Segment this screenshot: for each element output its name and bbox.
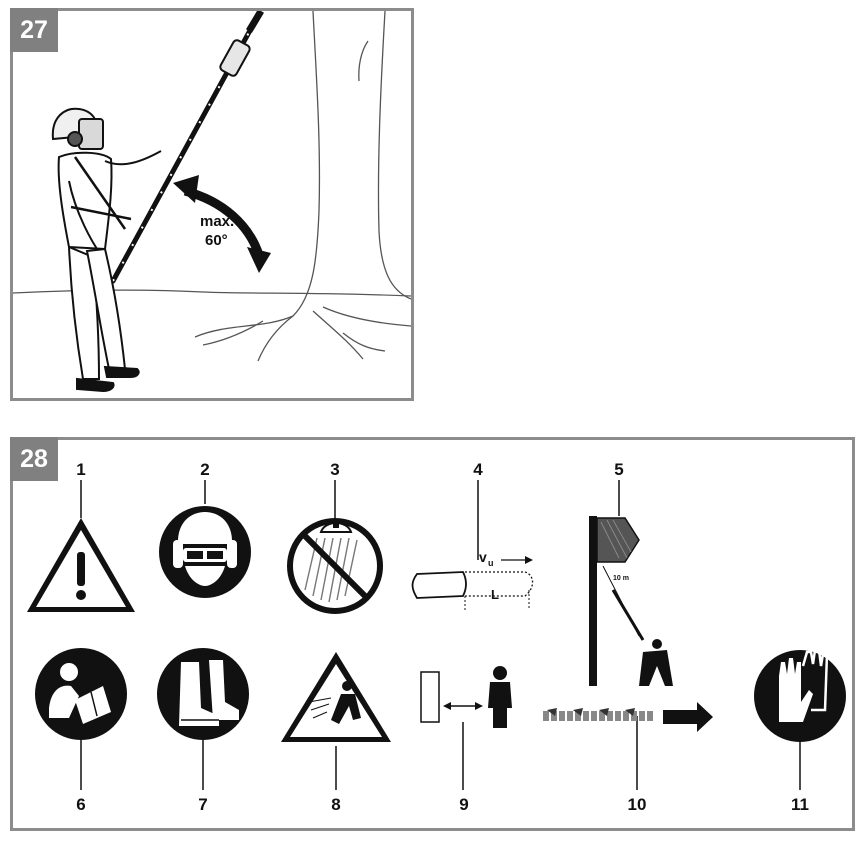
safety-symbols-illustration: v u L 10 m	[27, 480, 846, 790]
length-label: L	[491, 587, 499, 602]
warning-triangle-icon	[27, 518, 135, 612]
symbol-number-4: 4	[473, 460, 483, 479]
symbol-number-3: 3	[330, 460, 340, 479]
figure-27-panel: 27	[10, 8, 414, 401]
chain-run-on-icon: v u L	[411, 549, 534, 610]
head-eye-ear-protection-icon	[159, 506, 251, 598]
falling-branch-distance-icon: 10 m	[589, 516, 673, 686]
keep-distance-icon	[420, 666, 512, 728]
angle-label-degrees: 60°	[205, 232, 228, 249]
figure-number-27: 27	[10, 8, 58, 52]
velocity-label: v	[479, 549, 487, 565]
gloves-icon	[754, 648, 846, 742]
symbol-number-8: 8	[331, 795, 341, 814]
symbol-number-11: 11	[791, 795, 809, 814]
symbol-number-6: 6	[76, 795, 86, 814]
safety-boots-icon	[157, 648, 249, 740]
symbol-number-1: 1	[76, 460, 86, 479]
operator-figure-icon	[51, 107, 162, 393]
symbol-number-7: 7	[198, 795, 208, 814]
pole-saw-usage-illustration: max. 60°	[13, 11, 411, 393]
velocity-subscript: u	[488, 558, 494, 568]
figure-28-panel: 28 1 2 3 4 5 6 7 8 9 10 11	[10, 437, 855, 831]
angle-label-max: max.	[200, 213, 234, 230]
symbol-number-9: 9	[459, 795, 469, 814]
read-manual-icon	[35, 648, 127, 740]
no-rain-icon	[287, 518, 383, 614]
symbol-number-2: 2	[200, 460, 210, 479]
tree-icon	[194, 11, 411, 362]
distance-label: 10 m	[613, 575, 629, 582]
symbol-number-5: 5	[614, 460, 624, 479]
angle-arrow-icon	[173, 175, 271, 273]
symbol-number-10: 10	[627, 795, 647, 814]
chain-direction-icon	[543, 702, 713, 732]
thrown-objects-icon	[281, 652, 391, 742]
figure-number-28: 28	[10, 437, 58, 481]
pole-saw-icon	[110, 11, 265, 284]
